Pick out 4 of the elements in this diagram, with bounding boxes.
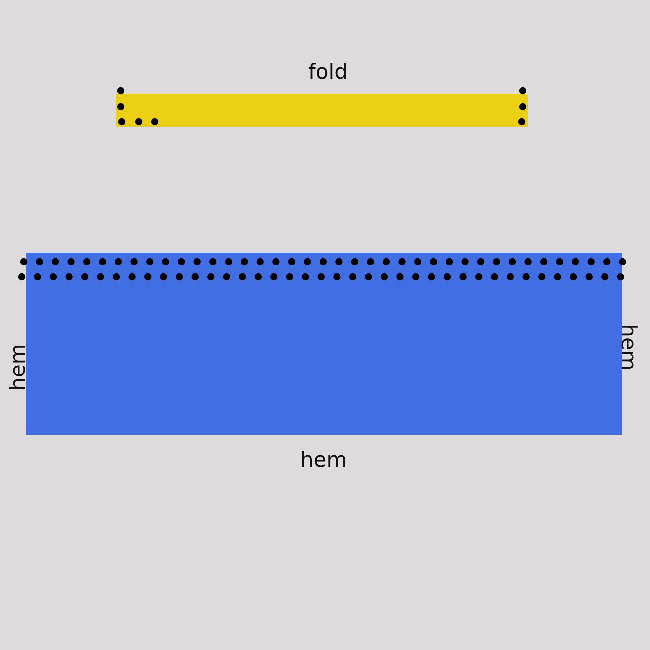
fold-label: fold xyxy=(308,62,348,82)
hem-label: hem xyxy=(7,344,28,390)
hem-label: hem xyxy=(617,324,638,370)
hem-label: hem xyxy=(300,450,348,470)
